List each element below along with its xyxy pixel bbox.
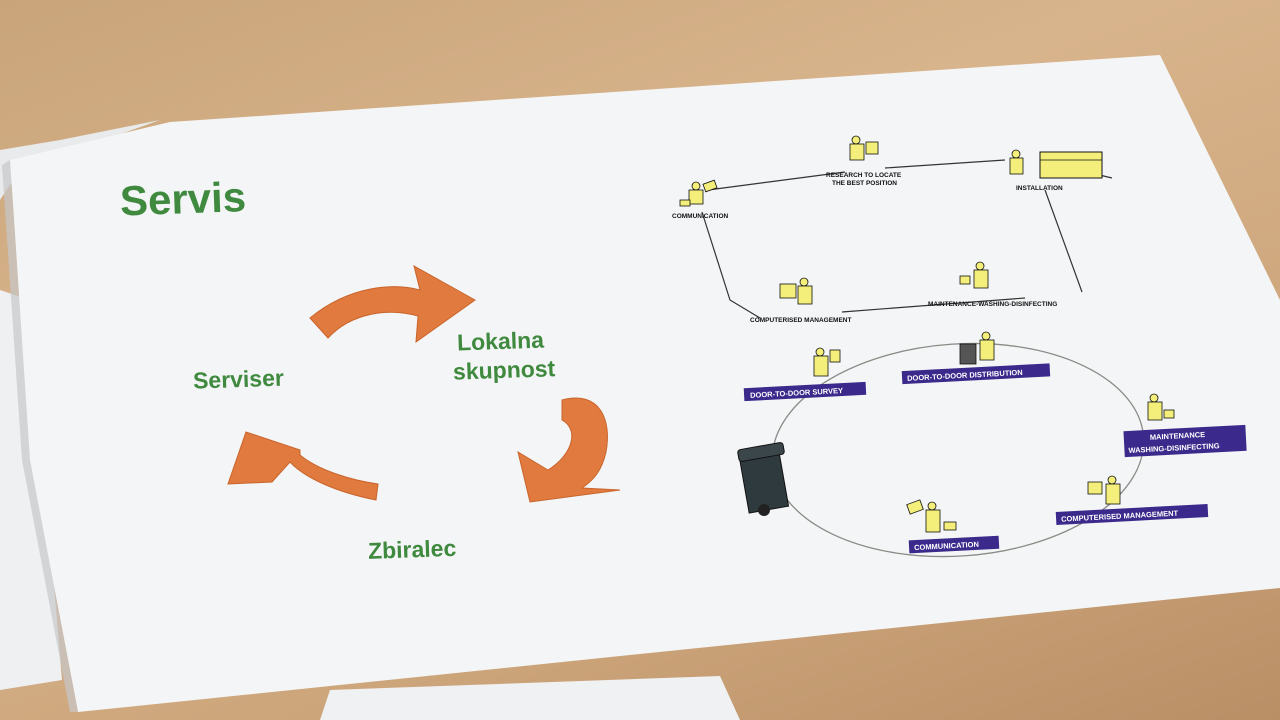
poster-shadow [2, 160, 78, 712]
cycle-label-community-2: skupnost [453, 355, 556, 385]
worker-figure-maintenance [959, 261, 989, 289]
flow-label-computerised: COMPUTERISED MANAGEMENT [750, 317, 852, 324]
cycle-label-community-1: Lokalna [457, 327, 545, 356]
worker-figure-computerised-2 [1087, 475, 1121, 505]
worker-figure-computerised [779, 277, 813, 305]
flow-label-maintenance: MAINTENANCE-WASHING-DISINFECTING [928, 301, 1057, 308]
badge-door-survey: DOOR-TO-DOOR SURVEY [743, 381, 867, 402]
door-cycle: DOOR-TO-DOOR SURVEY DOOR-TO-DOOR DISTRIB… [737, 331, 1247, 558]
arrow-top [309, 265, 476, 344]
flow-label-research-2: THE BEST POSITION [832, 180, 897, 187]
arrow-right [517, 397, 621, 503]
worker-figure-installation [1009, 149, 1103, 179]
flow-label-communication: COMMUNICATION [672, 213, 729, 220]
worker-figure-communication [679, 179, 718, 207]
flow-diagram: COMMUNICATION RESEARCH TO LOCATE THE BES… [672, 135, 1113, 324]
worker-figure-survey [813, 347, 841, 377]
badge-door-distribution: DOOR-TO-DOOR DISTRIBUTION [901, 363, 1051, 385]
flow-label-installation: INSTALLATION [1016, 185, 1063, 192]
worker-figure-maintenance-2 [1147, 393, 1175, 421]
cycle-label-serviser: Serviser [193, 365, 285, 394]
worker-figure-distribution [959, 331, 995, 365]
worker-figure-research [849, 135, 879, 161]
cycle-label-collector: Zbiralec [368, 535, 457, 564]
badge-communication: COMMUNICATION [908, 535, 1000, 554]
flow-label-research-1: RESEARCH TO LOCATE [826, 172, 902, 179]
arrow-left [227, 431, 379, 501]
badge-maintenance: MAINTENANCE WASHING-DISINFECTING [1123, 424, 1247, 458]
poster-title: Servis [119, 173, 247, 224]
worker-figure-communication-2 [906, 499, 957, 533]
bottom-paper-edge [320, 676, 740, 720]
waste-bin-icon [737, 442, 790, 516]
badge-computerised: COMPUTERISED MANAGEMENT [1055, 504, 1209, 525]
badge-communication-text: COMMUNICATION [914, 540, 979, 552]
badge-maintenance-line1: MAINTENANCE [1150, 430, 1206, 442]
